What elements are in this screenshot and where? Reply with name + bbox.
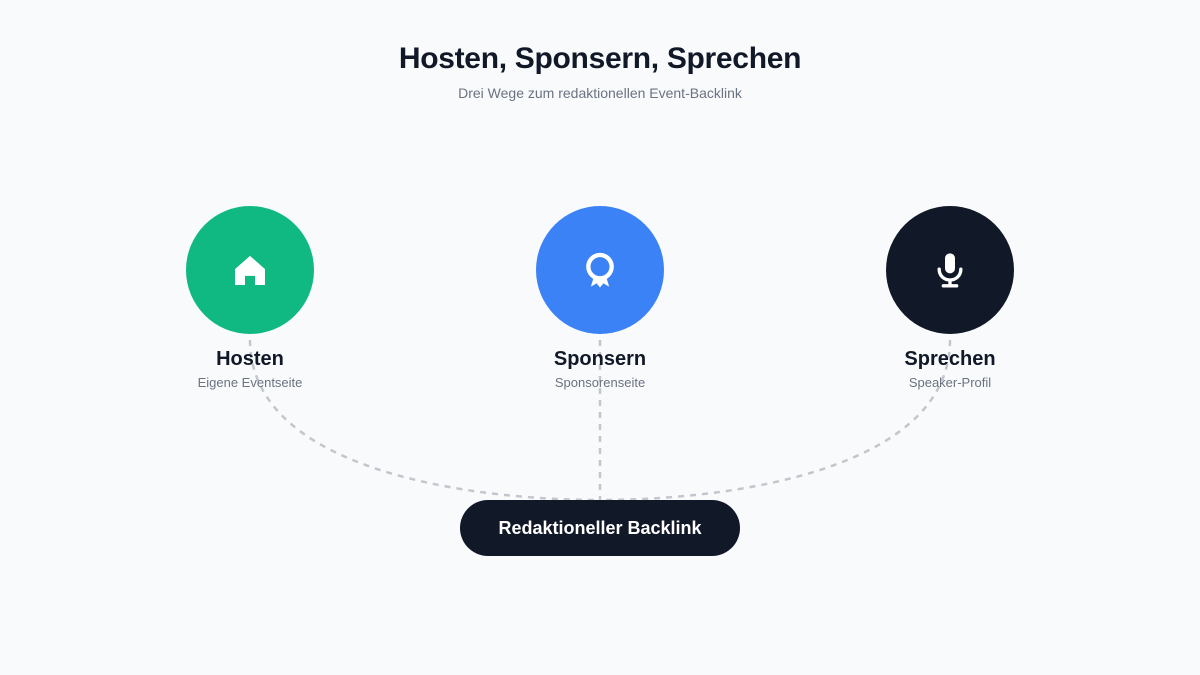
header: Hosten, Sponsern, Sprechen Drei Wege zum… (0, 40, 1200, 102)
node-sublabel: Eigene Eventseite (197, 375, 303, 390)
home-icon (235, 255, 265, 285)
node-label: Hosten (216, 348, 284, 370)
page-title: Hosten, Sponsern, Sprechen (398, 42, 802, 75)
target-backlink-pill: Redaktioneller Backlink (460, 500, 740, 556)
node-hosten: Hosten Eigene Eventseite (150, 206, 350, 391)
microphone-icon (937, 253, 963, 288)
award-icon (586, 252, 614, 288)
node-circle-sponsern (536, 206, 664, 334)
node-sublabel: Speaker-Profil (908, 375, 992, 390)
node-label: Sprechen (904, 348, 996, 370)
connector-sprechen (599, 339, 952, 502)
node-circle-hosten (186, 206, 314, 334)
node-sprechen: Sprechen Speaker-Profil (850, 206, 1050, 391)
connector-hosten (248, 339, 601, 502)
node-label: Sponsern (553, 348, 647, 370)
page-subtitle: Drei Wege zum redaktionellen Event-Backl… (458, 85, 742, 101)
node-sponsern: Sponsern Sponsorenseite (500, 206, 700, 391)
node-sublabel: Sponsorenseite (554, 375, 646, 390)
target-label: Redaktioneller Backlink (498, 517, 702, 538)
node-circle-sprechen (886, 206, 1014, 334)
